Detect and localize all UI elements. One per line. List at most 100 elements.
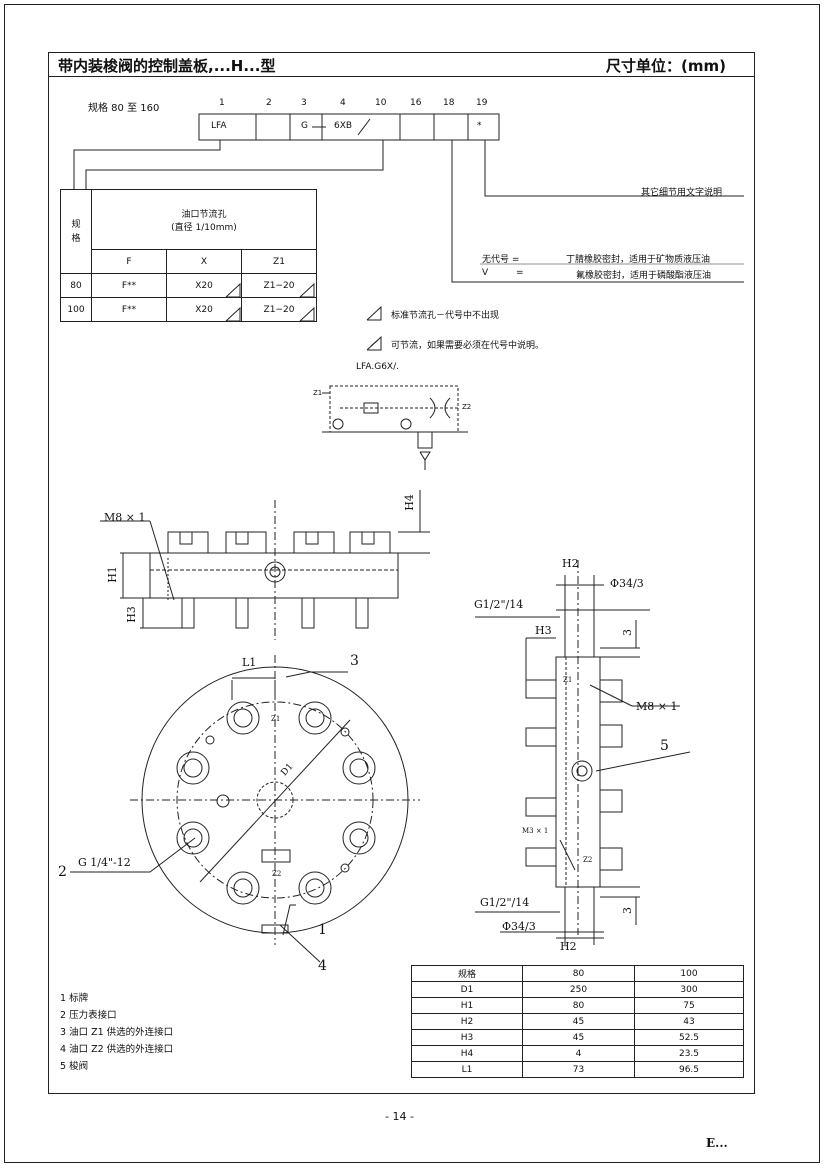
seal-v-eq: = <box>516 268 524 278</box>
orifice-title: 油口节流孔 <box>181 209 227 220</box>
symbol-z2: Z2 <box>462 403 472 411</box>
code-box-g: G <box>301 121 308 131</box>
header-80: 80 <box>522 965 635 982</box>
cell-z1: Z1−20 <box>241 297 317 322</box>
cell-100: 43 <box>634 1013 744 1030</box>
brand-logo: E... <box>706 1136 728 1150</box>
table-row: 100 F** X20 Z1−20 <box>60 297 317 322</box>
cell-80: 45 <box>522 1029 635 1046</box>
code-pos: 16 <box>410 98 422 108</box>
orifice-selection-table: 规格 油口节流孔 (直径 1/10mm) F X Z1 80 F** X20 Z… <box>60 189 317 322</box>
code-box-star: * <box>477 121 482 131</box>
cell-100: 75 <box>634 997 744 1014</box>
label-h2-bottom: H2 <box>560 940 577 953</box>
cell-param: H2 <box>411 1013 523 1030</box>
label-dim3-bottom: 3 <box>621 907 634 914</box>
label-z1-side: Z1 <box>563 676 573 684</box>
note-optional-orifice: 可节流，如果需要必须在代号中说明。 <box>391 341 545 351</box>
table-row: H1 80 75 <box>411 997 744 1014</box>
label-h1: H1 <box>105 566 119 583</box>
code-box-lfa: LFA <box>211 121 227 131</box>
label-z2-side: Z2 <box>583 856 593 864</box>
cell-100: 23.5 <box>634 1045 744 1062</box>
label-g14: G 1/4"-12 <box>78 856 131 869</box>
cell-f: F** <box>91 297 167 322</box>
seal-none-value: 丁腈橡胶密封，适用于矿物质液压油 <box>566 255 711 265</box>
label-dim3-top: 3 <box>621 629 634 636</box>
table-row: H4 4 23.5 <box>411 1045 744 1062</box>
cell-z1: Z1−20 <box>241 273 317 298</box>
cell-param: D1 <box>411 981 523 998</box>
parts-legend: 1 标牌 2 压力表接口 3 油口 Z1 供选的外连接口 4 油口 Z2 供选的… <box>60 990 173 1075</box>
cell-size: 80 <box>60 273 92 298</box>
header-divider <box>48 76 755 77</box>
seal-v-key: V <box>482 268 489 278</box>
cell-param: L1 <box>411 1061 523 1078</box>
label-h3-right: H3 <box>535 624 552 637</box>
callout-2: 2 <box>58 864 67 880</box>
label-m3: M3 × 1 <box>522 827 549 835</box>
size-range-label: 规格 80 至 160 <box>88 103 160 114</box>
callout-4: 4 <box>318 958 327 974</box>
cell-param: H1 <box>411 997 523 1014</box>
callout-3: 3 <box>350 653 359 669</box>
table-row: D1 250 300 <box>411 981 744 998</box>
cell-param: H3 <box>411 1029 523 1046</box>
cell-size: 100 <box>60 297 92 322</box>
symbol-z1: Z1 <box>313 389 323 397</box>
label-l1: L1 <box>242 656 257 669</box>
callout-1: 1 <box>318 922 327 938</box>
header-100: 100 <box>634 965 744 982</box>
label-m8-top: M8 × 1 <box>104 511 146 524</box>
col-size-text: 规格 <box>71 219 81 244</box>
note-other-details: 其它细节用文字说明 <box>641 188 723 198</box>
legend-item: 2 压力表接口 <box>60 1010 117 1021</box>
label-m8-right: M8 × 1 <box>636 700 678 713</box>
cell-100: 96.5 <box>634 1061 744 1078</box>
label-z1-plan: Z1 <box>271 715 281 723</box>
code-pos: 2 <box>266 98 272 108</box>
label-phi-bottom: Φ34/3 <box>502 920 536 933</box>
page-title: 带内装梭阀的控制盖板,...H...型 <box>58 57 276 75</box>
legend-item: 1 标牌 <box>60 993 89 1004</box>
label-phi-top: Φ34/3 <box>610 577 644 590</box>
table-row: H2 45 43 <box>411 1013 744 1030</box>
code-pos: 10 <box>375 98 387 108</box>
label-g12-top: G1/2"/14 <box>474 598 524 611</box>
page-border <box>4 4 820 1163</box>
code-pos: 19 <box>476 98 488 108</box>
legend-item: 5 梭阀 <box>60 1061 89 1072</box>
callout-5: 5 <box>660 738 669 754</box>
header-size: 规格 <box>411 965 523 982</box>
orifice-subtitle: (直径 1/10mm) <box>171 222 237 233</box>
unit-label: 尺寸单位：(mm) <box>606 57 726 75</box>
bolt-holes <box>176 701 376 905</box>
seal-none-key: 无代号 = <box>482 255 520 265</box>
cell-100: 52.5 <box>634 1029 744 1046</box>
label-h3-left: H3 <box>124 606 138 623</box>
front-view-body <box>149 552 399 599</box>
page-number: - 14 - <box>385 1110 414 1123</box>
code-pos: 3 <box>301 98 307 108</box>
label-h4: H4 <box>402 494 416 511</box>
col-z1: Z1 <box>241 249 317 274</box>
dimensions-table: 规格 80 100 D1 250 300 H1 80 75 H2 45 43 H… <box>411 965 744 1078</box>
code-box-row <box>198 113 500 141</box>
table-row: L1 73 96.5 <box>411 1061 744 1078</box>
col-x: X <box>166 249 242 274</box>
seal-v-value: 氟橡胶密封，适用于磷酸酯液压油 <box>576 271 712 281</box>
label-h2-top: H2 <box>562 557 579 570</box>
code-box-6xb: 6XB <box>334 121 353 131</box>
cell-80: 73 <box>522 1061 635 1078</box>
col-f: F <box>91 249 167 274</box>
orifice-header: 油口节流孔 (直径 1/10mm) <box>91 189 317 250</box>
cell-80: 80 <box>522 997 635 1014</box>
label-g12-bottom: G1/2"/14 <box>480 896 530 909</box>
content-frame <box>48 52 755 1094</box>
cell-80: 250 <box>522 981 635 998</box>
label-z2-plan: Z2 <box>272 870 282 878</box>
cell-param: H4 <box>411 1045 523 1062</box>
legend-item: 3 油口 Z1 供选的外连接口 <box>60 1027 174 1038</box>
note-standard-orifice: 标准节流孔－代号中不出现 <box>391 311 500 321</box>
